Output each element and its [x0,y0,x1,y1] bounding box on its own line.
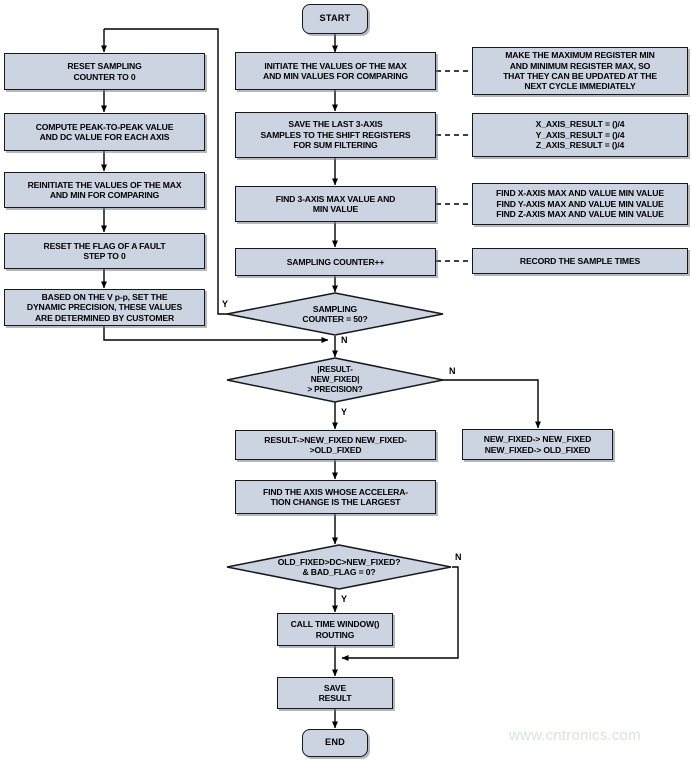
node-reinitiate-minmax[interactable]: REINITIATE THE VALUES OF THE MAX AND MIN… [4,172,205,208]
node-save-result[interactable]: SAVE RESULT [277,677,393,709]
edge-label-oldfixed-no: N [455,552,462,562]
node-reset-fault-flag[interactable]: RESET THE FLAG OF A FAULT STEP TO 0 [4,233,205,269]
node-sampling-counter-increment[interactable]: SAMPLING COUNTER++ [235,248,436,276]
decision-oldfixed-badflag[interactable]: OLD_FIXED>DC>NEW_FIXED? & BAD_FLAG = 0? [226,544,452,590]
note-record-sample-times: RECORD THE SAMPLE TIMES [472,248,688,274]
node-save-samples[interactable]: SAVE THE LAST 3-AXIS SAMPLES TO THE SHIF… [235,112,436,158]
note-find-axis-minmax: FIND X-AXIS MAX AND VALUE MIN VALUE FIND… [472,183,688,225]
node-initiate-minmax[interactable]: INITIATE THE VALUES OF THE MAX AND MIN V… [235,52,436,90]
decision-precision-label: |RESULT- NEW_FIXED| > PRECISION? [307,365,363,394]
decision-oldfixed-badflag-label: OLD_FIXED>DC>NEW_FIXED? & BAD_FLAG = 0? [277,556,401,577]
node-find-axis-largest-change[interactable]: FIND THE AXIS WHOSE ACCELERA- TION CHANG… [235,480,436,514]
edge-label-sampling-yes: Y [222,299,229,309]
node-result-assign[interactable]: RESULT->NEW_FIXED NEW_FIXED- >OLD_FIXED [235,430,436,460]
note-axis-result-formula: X_AXIS_RESULT = ()/4 Y_AXIS_RESULT = ()/… [472,113,688,157]
note-make-max-register-min: MAKE THE MAXIMUM REGISTER MIN AND MINIMU… [472,47,688,95]
edge-label-oldfixed-yes: Y [341,594,348,604]
node-end[interactable]: END [302,729,368,757]
decision-precision[interactable]: |RESULT- NEW_FIXED| > PRECISION? [226,357,444,403]
decision-sampling-counter-label: SAMPLING COUNTER = 50? [302,303,368,324]
edge-label-precision-yes: Y [341,407,348,417]
node-find-3axis-minmax[interactable]: FIND 3-AXIS MAX VALUE AND MIN VALUE [235,186,436,222]
edge-label-precision-no: N [449,366,456,376]
node-newfixed-assign[interactable]: NEW_FIXED-> NEW_FIXED NEW_FIXED-> OLD_FI… [462,429,613,460]
node-call-time-window[interactable]: CALL TIME WINDOW() ROUTING [277,613,393,646]
edge-label-sampling-no: N [341,335,348,345]
node-reset-sampling-counter[interactable]: RESET SAMPLING COUNTER TO 0 [4,53,205,90]
node-compute-peak-to-peak[interactable]: COMPUTE PEAK-TO-PEAK VALUE AND DC VALUE … [4,113,205,151]
node-set-dynamic-precision[interactable]: BASED ON THE V p-p, SET THE DYNAMIC PREC… [4,289,205,326]
decision-sampling-counter[interactable]: SAMPLING COUNTER = 50? [226,292,444,336]
watermark-text: www.cntronics.com [509,727,641,744]
node-start[interactable]: START [302,4,368,34]
